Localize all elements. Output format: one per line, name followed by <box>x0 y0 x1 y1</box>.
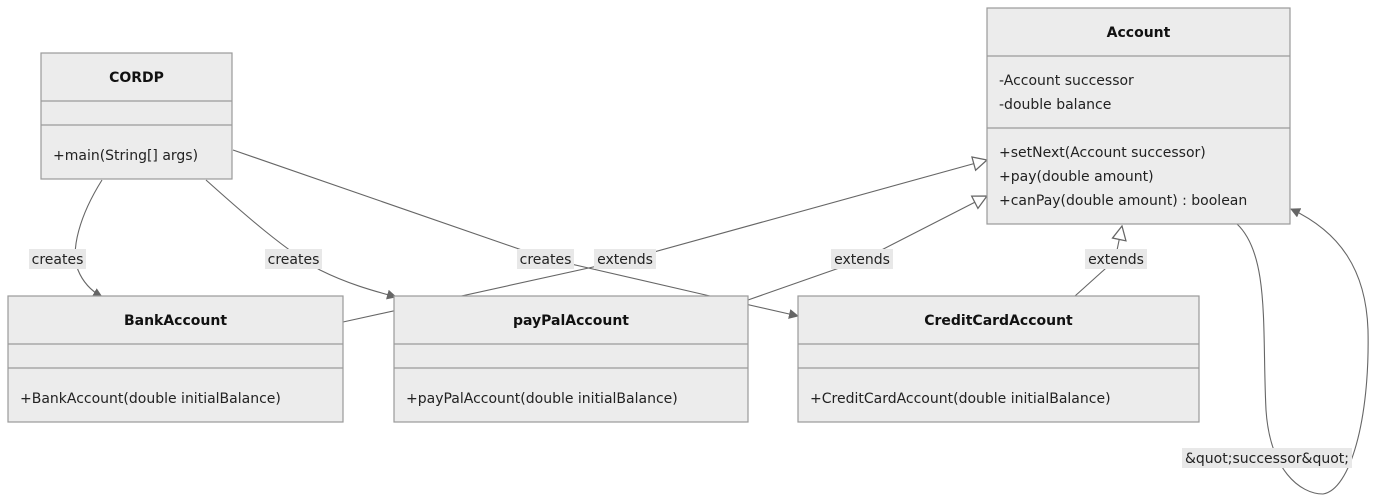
svg-text:creates: creates <box>520 252 572 268</box>
class-bankaccount-method: +BankAccount(double initialBalance) <box>20 391 281 407</box>
svg-text:extends: extends <box>834 252 890 268</box>
edge-paypal-extends-account <box>747 196 987 301</box>
edge-account-successor-self <box>1236 208 1369 495</box>
class-account[interactable]: Account -Account successor -double balan… <box>986 7 1291 225</box>
class-paypalaccount-title: payPalAccount <box>513 313 629 329</box>
edge-cordp-creates-credit <box>232 149 799 319</box>
class-account-title: Account <box>1107 25 1171 41</box>
svg-text:extends: extends <box>597 252 653 268</box>
label-successor-self: &quot;successor&quot; <box>1182 448 1352 468</box>
svg-text:extends: extends <box>1088 252 1144 268</box>
class-bankaccount[interactable]: BankAccount +BankAccount(double initialB… <box>7 295 344 423</box>
class-account-method: +setNext(Account successor) <box>999 145 1206 161</box>
class-creditcardaccount-title: CreditCardAccount <box>924 313 1073 329</box>
class-bankaccount-title: BankAccount <box>124 313 227 329</box>
class-account-method: +pay(double amount) <box>999 169 1154 185</box>
svg-text:creates: creates <box>268 252 320 268</box>
class-creditcardaccount-method: +CreditCardAccount(double initialBalance… <box>810 391 1111 407</box>
label-creates-credit: creates <box>517 249 574 269</box>
class-account-field: -double balance <box>999 97 1111 113</box>
edge-cordp-creates-paypal <box>205 179 397 300</box>
class-cordp-method: +main(String[] args) <box>53 148 198 164</box>
svg-text:creates: creates <box>32 252 84 268</box>
label-extends-bank: extends <box>594 249 656 269</box>
class-account-field: -Account successor <box>999 73 1134 89</box>
edge-cordp-creates-bank <box>74 179 103 298</box>
class-creditcardaccount[interactable]: CreditCardAccount +CreditCardAccount(dou… <box>797 295 1200 423</box>
class-paypalaccount-method: +payPalAccount(double initialBalance) <box>406 391 678 407</box>
svg-text:&quot;successor&quot;: &quot;successor&quot; <box>1185 451 1349 467</box>
label-extends-credit: extends <box>1085 249 1147 269</box>
label-extends-paypal: extends <box>831 249 893 269</box>
label-creates-paypal: creates <box>265 249 322 269</box>
class-cordp[interactable]: CORDP +main(String[] args) <box>40 52 233 180</box>
class-account-method: +canPay(double amount) : boolean <box>999 193 1247 209</box>
edge-labels: creates creates creates extends extends … <box>29 249 1352 468</box>
class-paypalaccount[interactable]: payPalAccount +payPalAccount(double init… <box>393 295 749 423</box>
label-creates-bank: creates <box>29 249 86 269</box>
class-cordp-title: CORDP <box>109 70 164 86</box>
